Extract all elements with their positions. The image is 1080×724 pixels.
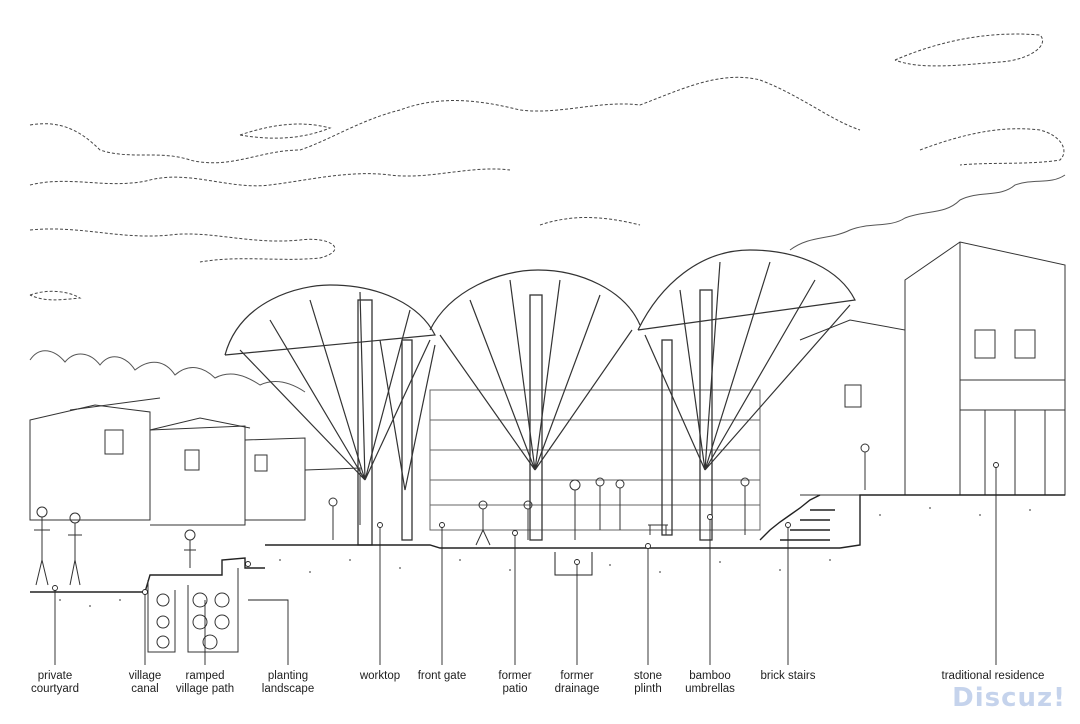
background-trees xyxy=(29,174,1066,393)
bamboo-umbrella-canopies xyxy=(224,249,856,491)
left-houses xyxy=(29,397,361,526)
brick-wall xyxy=(429,389,761,531)
ground-section xyxy=(30,494,1065,593)
drainage-channel xyxy=(554,552,593,576)
clouds xyxy=(29,33,1065,301)
label-traditional-residence: traditional residence xyxy=(941,670,1045,682)
label-brick-stairs: brick stairs xyxy=(760,670,816,682)
leader-lines xyxy=(54,467,997,665)
canal-walls xyxy=(147,568,239,653)
soil-stipple xyxy=(59,507,1031,607)
watermark-logo: Discuz! xyxy=(952,683,1066,713)
people xyxy=(34,443,870,586)
label-front-gate: front gate xyxy=(417,670,467,682)
label-worktop: worktop xyxy=(359,670,401,682)
bamboo-columns xyxy=(357,289,713,546)
leader-dots xyxy=(52,462,999,595)
